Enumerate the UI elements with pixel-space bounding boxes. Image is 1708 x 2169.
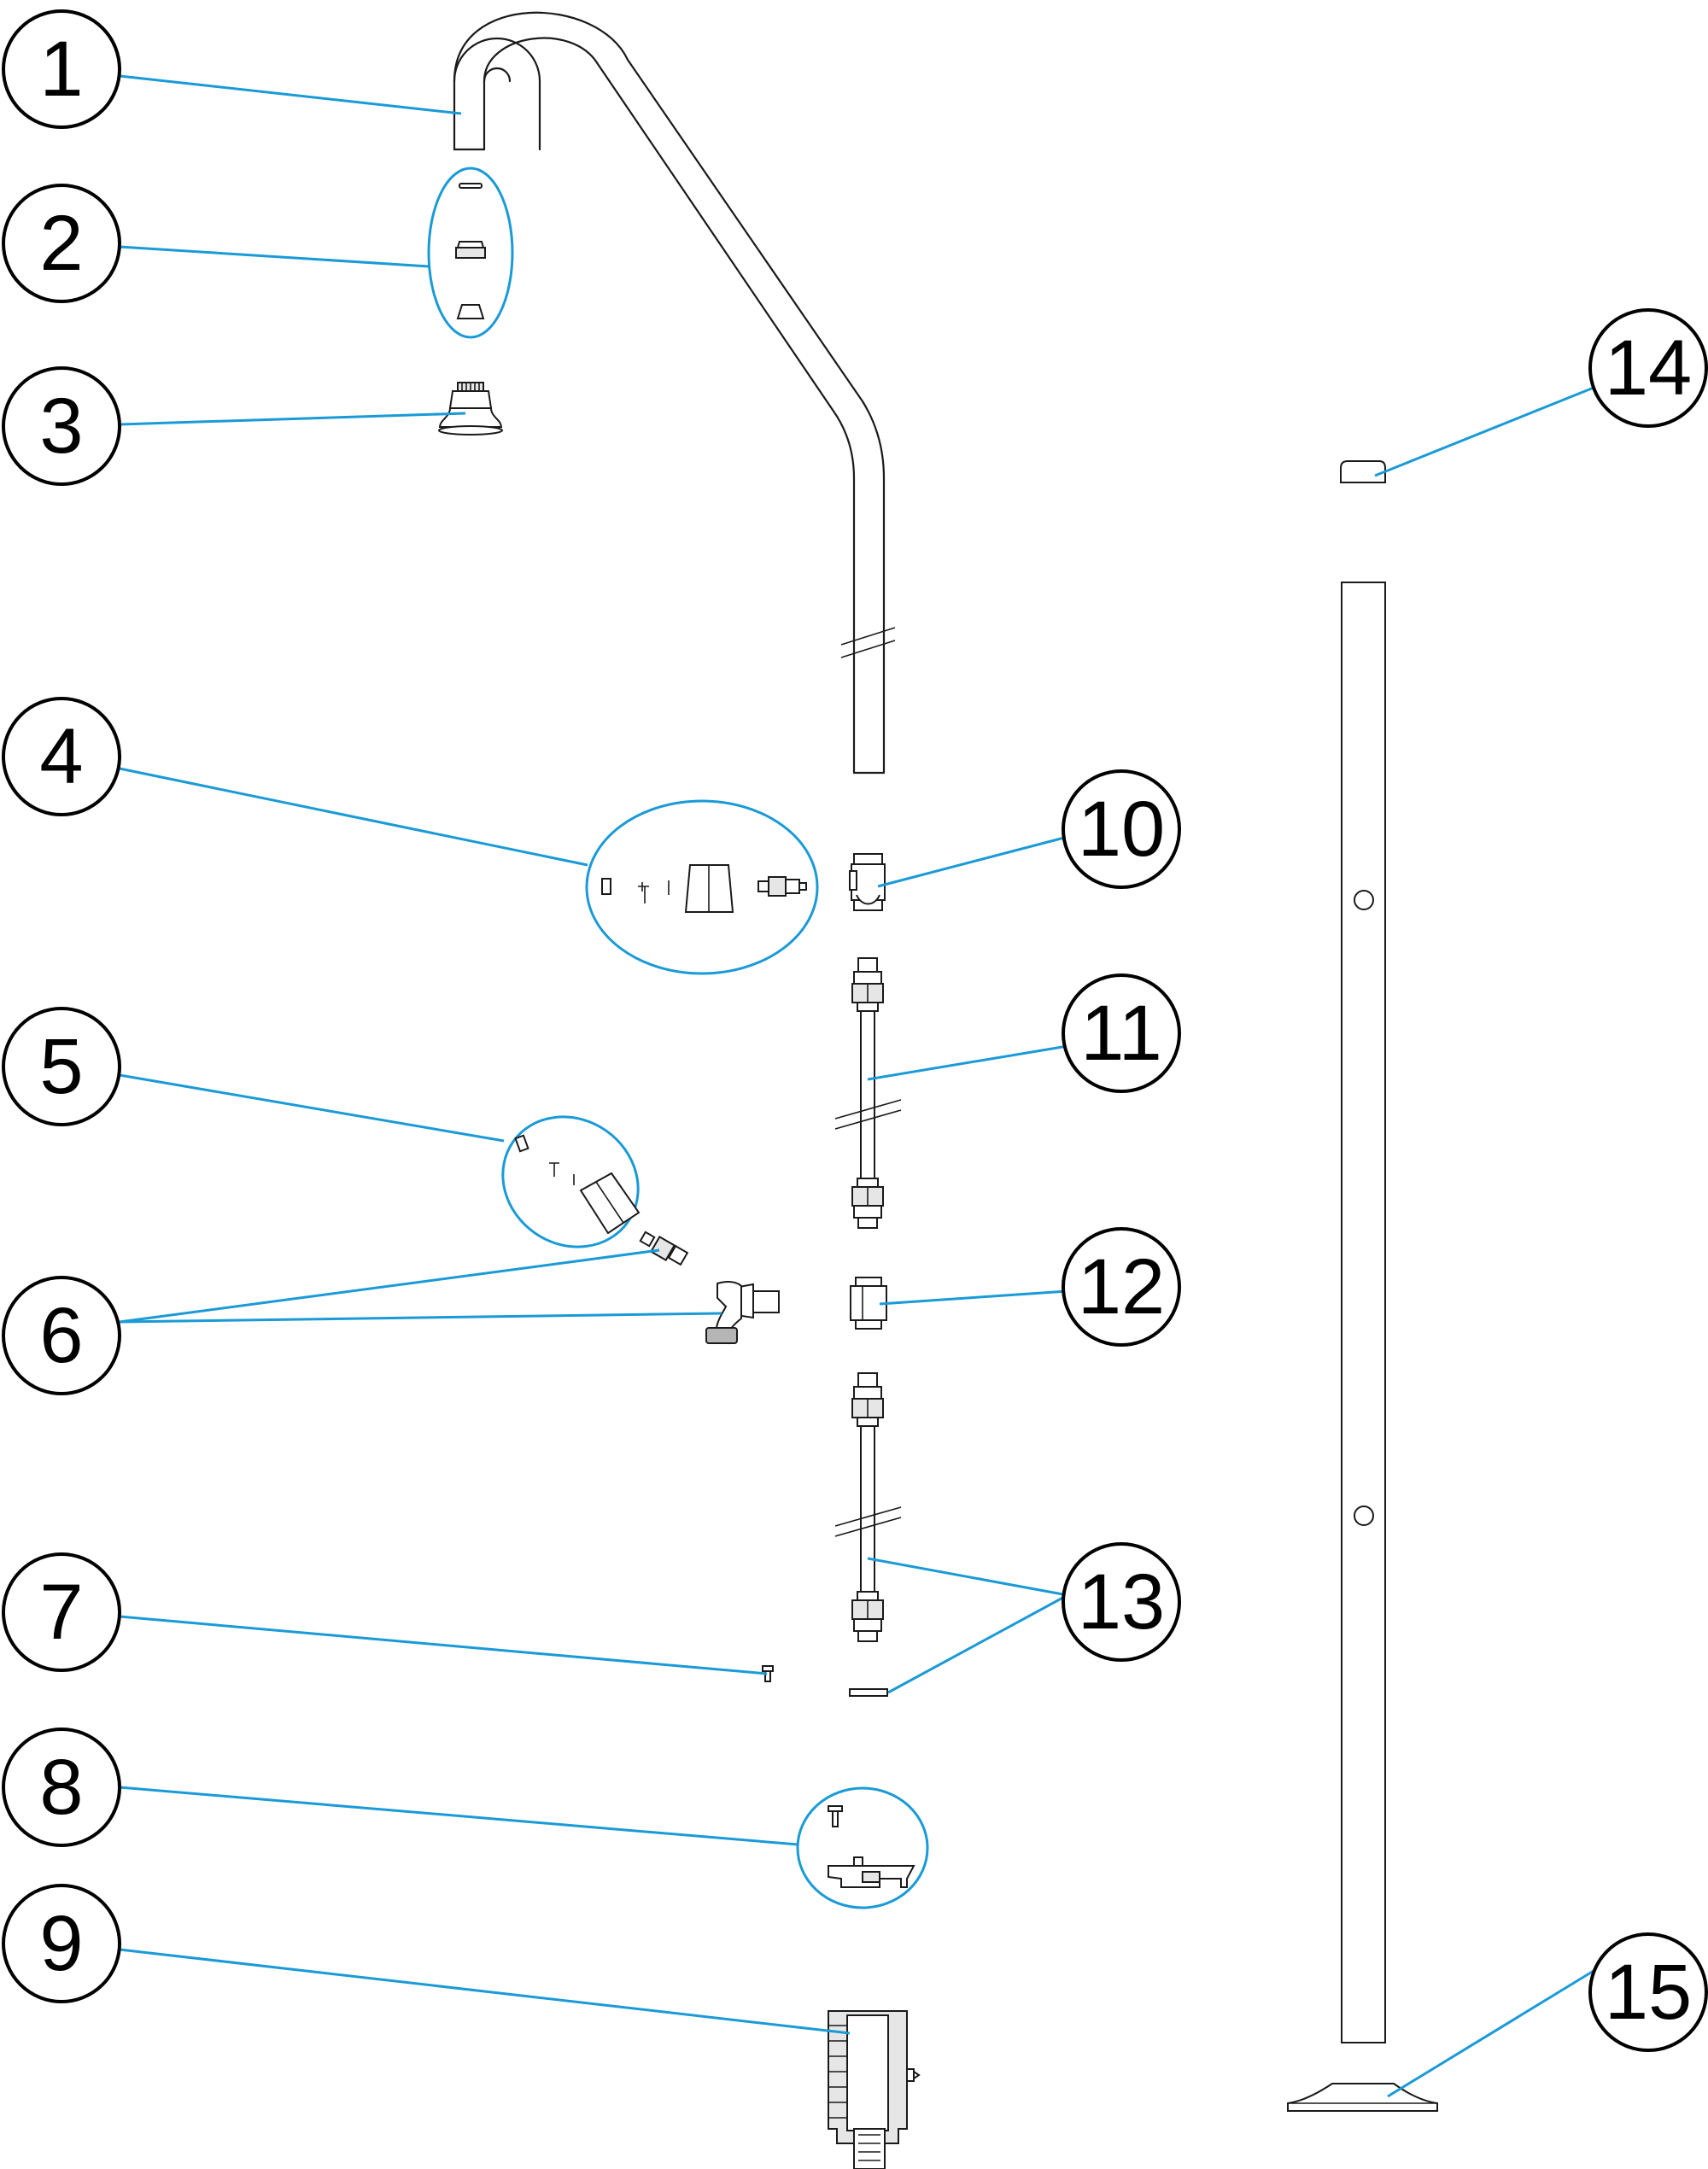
callout-14: 14 xyxy=(1588,308,1708,428)
leader-6b xyxy=(119,1312,722,1324)
valve-cartridge xyxy=(757,876,807,897)
svg-text:4: 4 xyxy=(39,713,83,800)
leader-2 xyxy=(119,245,430,268)
callout-6: 6 xyxy=(2,1276,121,1395)
leader-11 xyxy=(867,1044,1068,1081)
svg-text:9: 9 xyxy=(39,1900,83,1987)
svg-text:15: 15 xyxy=(1605,1949,1692,2036)
callout-11: 11 xyxy=(1062,973,1181,1093)
leader-5 xyxy=(119,1073,505,1143)
faucet-cartridge xyxy=(639,1231,689,1266)
leader-9 xyxy=(119,1948,851,2035)
svg-text:8: 8 xyxy=(39,1744,83,1831)
leader-14 xyxy=(1374,386,1594,477)
svg-text:10: 10 xyxy=(1078,786,1165,873)
svg-text:13: 13 xyxy=(1078,1558,1165,1646)
post-cap xyxy=(1340,460,1386,483)
mounting-bracket-group xyxy=(796,1786,929,1909)
svg-text:14: 14 xyxy=(1605,324,1692,412)
shower-head xyxy=(438,382,503,436)
callout-7: 7 xyxy=(2,1552,121,1672)
valve-group-cold xyxy=(501,1115,640,1248)
leader-12 xyxy=(879,1289,1068,1306)
leader-6a xyxy=(119,1248,660,1324)
callout-8: 8 xyxy=(2,1728,121,1847)
callout-10: 10 xyxy=(1062,769,1181,889)
pipe-washer xyxy=(849,1688,888,1697)
callout-9: 9 xyxy=(2,1884,121,2003)
screw xyxy=(762,1665,774,1682)
leader-4 xyxy=(119,767,588,867)
leader-7 xyxy=(119,1615,768,1675)
callout-5: 5 xyxy=(2,1007,121,1126)
support-post xyxy=(1341,582,1386,2043)
callout-15: 15 xyxy=(1588,1932,1708,2052)
callout-4: 4 xyxy=(2,697,121,816)
svg-text:6: 6 xyxy=(39,1292,83,1379)
svg-text:7: 7 xyxy=(39,1569,83,1656)
connector-pipe-upper xyxy=(834,957,902,1229)
callout-3: 3 xyxy=(2,366,121,486)
showerhead-washers xyxy=(427,167,514,339)
svg-text:11: 11 xyxy=(1080,990,1162,1077)
base-plate xyxy=(1287,2083,1438,2112)
leader-lines xyxy=(119,74,1594,2098)
leader-1 xyxy=(119,74,462,115)
svg-text:3: 3 xyxy=(39,383,83,470)
gooseneck-pipe xyxy=(453,11,896,775)
leader-3 xyxy=(119,412,466,426)
ground-anchor xyxy=(828,2010,921,2169)
svg-text:5: 5 xyxy=(39,1023,83,1110)
leader-8 xyxy=(119,1786,798,1846)
leader-13b xyxy=(887,1593,1068,1694)
callout-1: 1 xyxy=(2,9,121,129)
svg-text:1: 1 xyxy=(39,26,83,113)
svg-text:12: 12 xyxy=(1078,1243,1165,1330)
leader-13a xyxy=(867,1557,1068,1597)
valve-group-hot xyxy=(585,799,819,975)
tee-fitting-valve xyxy=(849,853,886,911)
leader-15 xyxy=(1387,1969,1594,2098)
leader-10 xyxy=(877,835,1068,888)
faucet xyxy=(639,1231,780,1345)
connector-pipe-lower xyxy=(834,1372,902,1642)
callout-13: 13 xyxy=(1062,1542,1181,1662)
callout-2: 2 xyxy=(2,184,121,303)
svg-text:2: 2 xyxy=(39,200,83,287)
callout-12: 12 xyxy=(1062,1227,1181,1347)
